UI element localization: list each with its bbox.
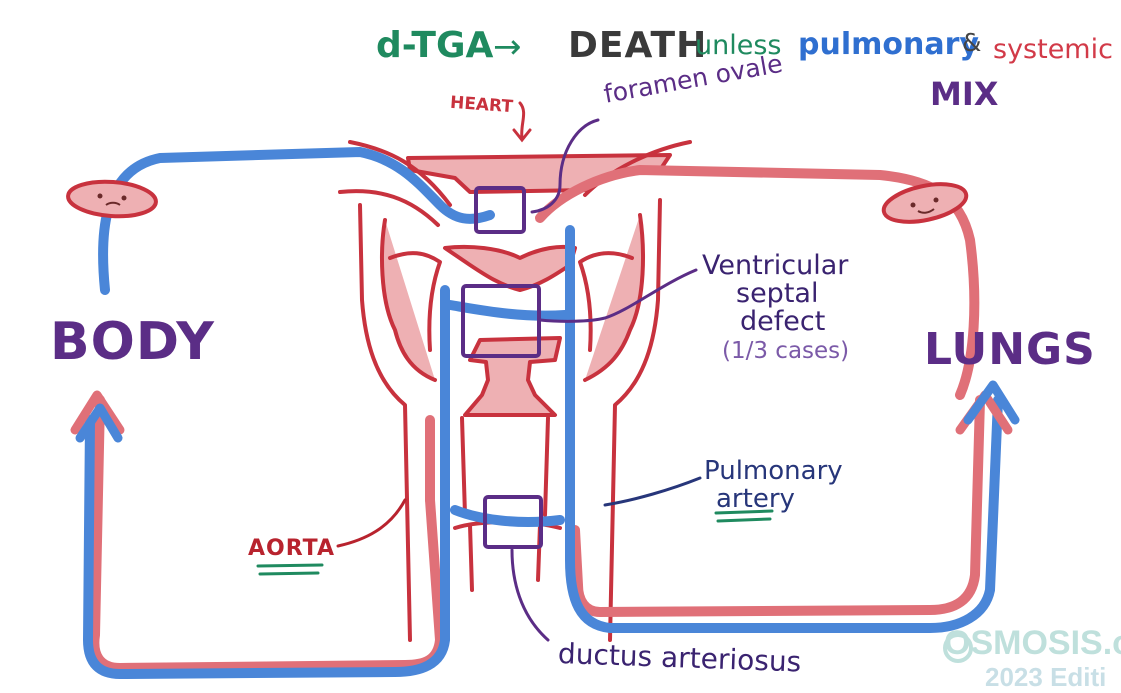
title-systemic: systemic xyxy=(993,34,1113,65)
title-dtga: d-TGA xyxy=(376,25,494,66)
ductus-arteriosus-label: ductus arteriosus xyxy=(557,637,802,679)
title-mix: MIX xyxy=(930,75,999,113)
title-unless: unless xyxy=(695,30,782,61)
vsd-label-line2: septal xyxy=(736,278,819,309)
vsd-label-line3: defect xyxy=(740,306,826,337)
foramen-ovale-box xyxy=(474,186,526,234)
oxygenated-blood-loop xyxy=(89,165,985,673)
title-pulmonary: pulmonary xyxy=(798,27,979,62)
aorta-label: AORTA xyxy=(248,536,336,561)
heart-structure xyxy=(338,140,692,642)
heart-label: HEART xyxy=(449,92,514,118)
title-arrow: → xyxy=(493,27,522,67)
body-arrow xyxy=(70,390,125,443)
pulmonary-artery-label-line1: Pulmonary xyxy=(704,456,843,486)
watermark-edition: 2023 Editi xyxy=(985,662,1107,692)
vsd-cases-label: (1/3 cases) xyxy=(722,338,850,364)
ductus-box xyxy=(483,495,543,549)
osmosis-logo-icon xyxy=(943,633,973,663)
deoxygenated-blood-loop xyxy=(83,147,1003,679)
watermark-brand: OSMOSIS.o xyxy=(944,624,1121,662)
body-capillary-face xyxy=(66,179,158,219)
title-death: DEATH xyxy=(568,25,708,66)
lungs-capillary-face xyxy=(881,182,969,224)
lungs-label: LUNGS xyxy=(924,324,1096,375)
vsd-label-line1: Ventricular xyxy=(702,250,849,281)
body-label: BODY xyxy=(50,312,215,372)
pulmonary-artery-label-line2: artery xyxy=(716,484,795,514)
underlines xyxy=(256,509,774,576)
title-ampersand: & xyxy=(962,28,982,57)
annotation-lines xyxy=(336,101,702,642)
lungs-arrow xyxy=(955,380,1020,435)
